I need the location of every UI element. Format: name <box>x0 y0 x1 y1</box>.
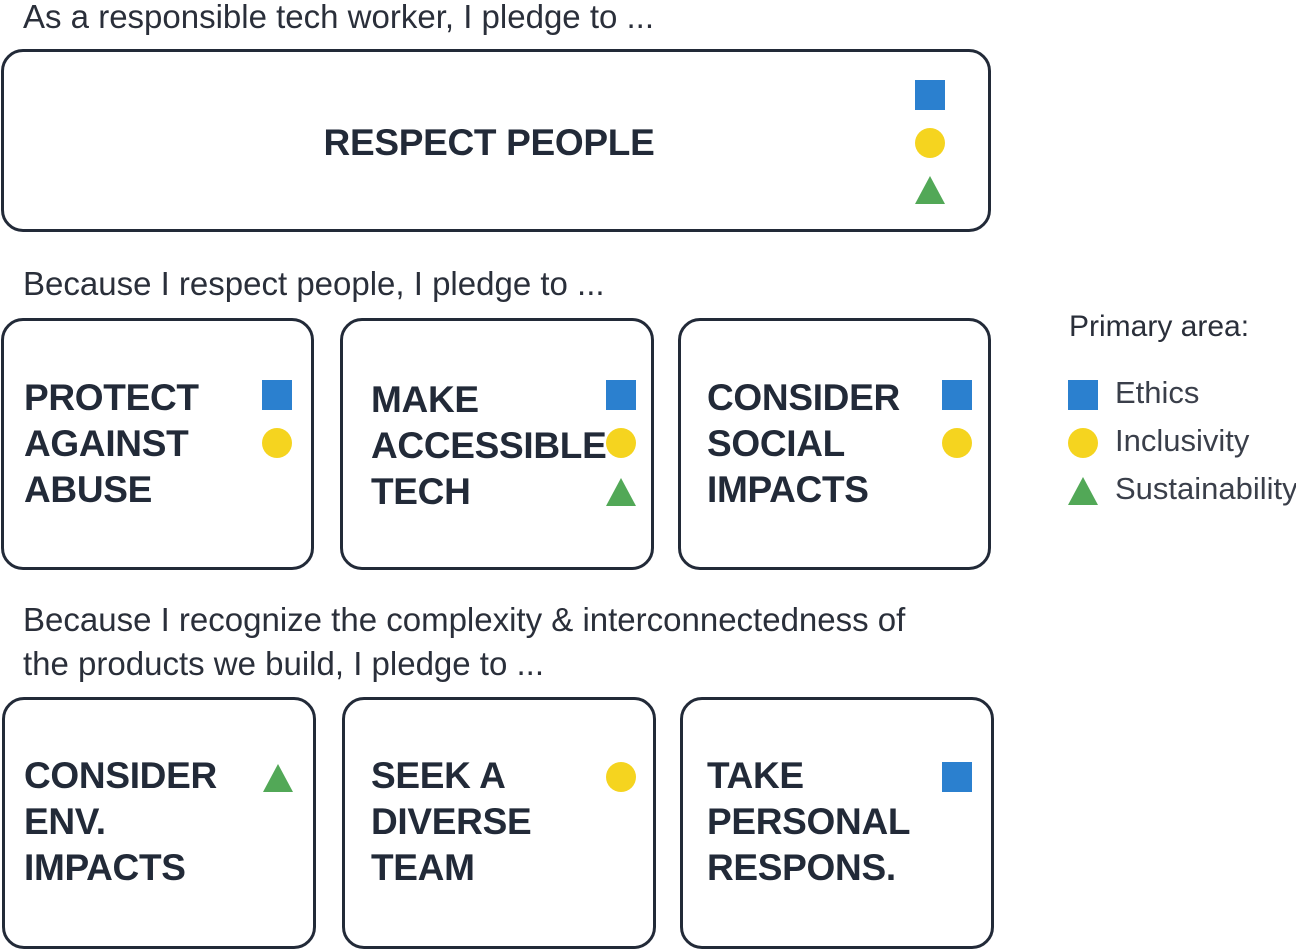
legend-label-inclusivity: Inclusivity <box>1115 423 1250 458</box>
pledge-title: SEEK A DIVERSE TEAM <box>371 753 532 891</box>
legend-ethics-square-icon <box>1068 380 1098 410</box>
pledge-title-line: ABUSE <box>24 469 153 510</box>
inclusivity-circle-icon <box>942 428 972 458</box>
intro-bottom-line-1: Because I recognize the complexity & int… <box>23 601 906 638</box>
sustainability-triangle-icon <box>606 478 636 506</box>
pledge-box-seek-a-diverse-team: SEEK A DIVERSE TEAM <box>342 697 656 949</box>
pledge-title-line: TAKE <box>707 755 804 796</box>
pledge-title-line: CONSIDER <box>707 377 900 418</box>
pledge-box-protect-against-abuse: PROTECT AGAINST ABUSE <box>1 318 314 570</box>
legend-sustainability-triangle-icon <box>1068 477 1098 505</box>
ethics-square-icon <box>942 762 972 792</box>
pledge-title-line: IMPACTS <box>707 469 869 510</box>
pledge-title-line: SOCIAL <box>707 423 845 464</box>
pledge-box-consider-env-impacts: CONSIDER ENV. IMPACTS <box>2 697 316 949</box>
pledge-title-line: PERSONAL <box>707 801 911 842</box>
intro-bottom-line-2: the products we build, I pledge to ... <box>23 645 544 682</box>
sustainability-triangle-icon <box>263 764 293 792</box>
ethics-square-icon <box>262 380 292 410</box>
pledge-title-line: AGAINST <box>24 423 189 464</box>
pledge-title: TAKE PERSONAL RESPONS. <box>707 753 910 891</box>
pledge-box-respect-people: RESPECT PEOPLE <box>1 49 991 232</box>
pledge-box-make-accessible-tech: MAKE ACCESSIBLE TECH <box>340 318 654 570</box>
pledge-title-line: DIVERSE <box>371 801 532 842</box>
pledge-title: RESPECT PEOPLE <box>323 122 655 163</box>
intro-top-text: As a responsible tech worker, I pledge t… <box>23 0 655 35</box>
legend-inclusivity-circle-icon <box>1068 428 1098 458</box>
sustainability-triangle-icon <box>915 176 945 204</box>
pledge-title-line: TECH <box>371 471 471 512</box>
pledge-title-line: CONSIDER <box>24 755 217 796</box>
pledge-title: CONSIDER SOCIAL IMPACTS <box>707 375 900 513</box>
pledge-title-line: ACCESSIBLE <box>371 425 607 466</box>
ethics-square-icon <box>606 380 636 410</box>
intro-middle-text: Because I respect people, I pledge to ..… <box>23 265 605 302</box>
inclusivity-circle-icon <box>915 128 945 158</box>
pledge-box-consider-social-impacts: CONSIDER SOCIAL IMPACTS <box>678 318 991 570</box>
pledge-title-line: TEAM <box>371 847 475 888</box>
legend-title: Primary area: <box>1069 310 1250 343</box>
inclusivity-circle-icon <box>606 428 636 458</box>
legend-label-sustainability: Sustainability <box>1115 471 1296 506</box>
inclusivity-circle-icon <box>262 428 292 458</box>
pledge-title-line: MAKE <box>371 379 479 420</box>
pledge-title: CONSIDER ENV. IMPACTS <box>24 753 217 891</box>
ethics-square-icon <box>915 80 945 110</box>
pledge-title-line: IMPACTS <box>24 847 186 888</box>
pledge-title: PROTECT AGAINST ABUSE <box>24 375 199 513</box>
pledge-title-line: ENV. <box>24 801 106 842</box>
pledge-title-line: RESPONS. <box>707 847 896 888</box>
ethics-square-icon <box>942 380 972 410</box>
pledge-title: MAKE ACCESSIBLE TECH <box>371 377 607 515</box>
inclusivity-circle-icon <box>606 762 636 792</box>
legend-label-ethics: Ethics <box>1115 375 1200 410</box>
pledge-title-line: SEEK A <box>371 755 506 796</box>
pledge-box-take-personal-respons: TAKE PERSONAL RESPONS. <box>680 697 994 949</box>
pledge-title-line: PROTECT <box>24 377 199 418</box>
